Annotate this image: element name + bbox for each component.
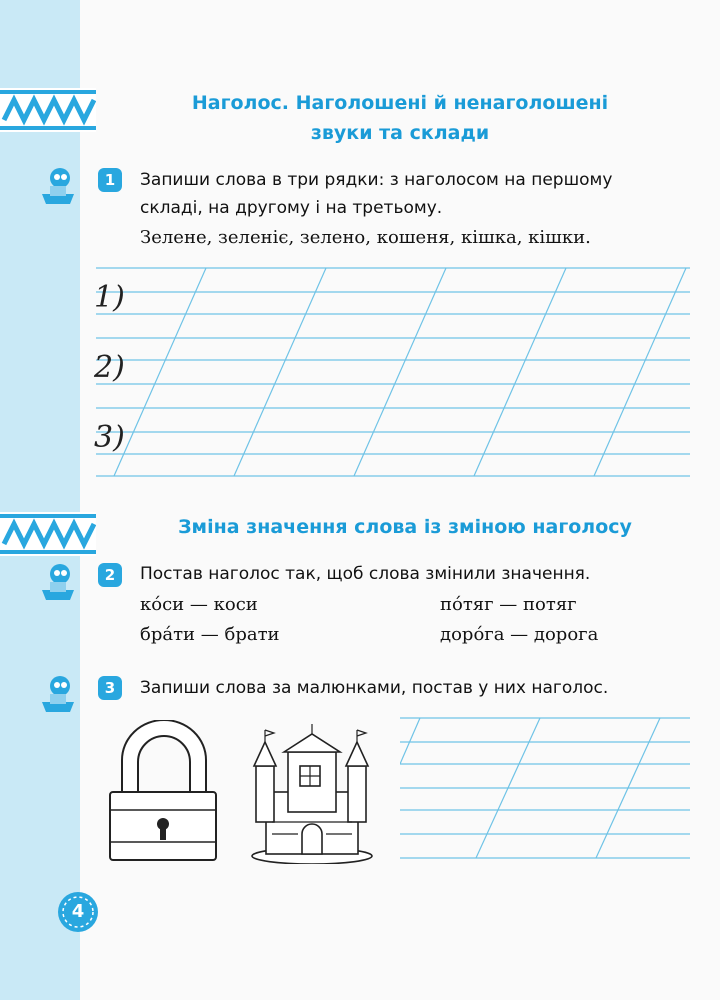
ornament-icon: [0, 512, 96, 556]
castle-icon: [251, 724, 373, 864]
row-label-2: 2): [94, 350, 125, 385]
mascot-icon: [42, 564, 74, 600]
section-title: Наголос. Наголошені й ненаголошені: [191, 92, 609, 114]
word-pair: по́тяг — потяг: [440, 594, 577, 615]
ornament-icon: [0, 88, 96, 132]
page-number-badge: 4: [56, 890, 100, 934]
section-title-2: Зміна значення слова із зміною наголосу: [178, 516, 632, 538]
mascot-icon: [42, 168, 74, 204]
section-title-line2: звуки та склади: [310, 122, 490, 144]
task-instruction: Запиши слова за малюнками, постав у них …: [140, 678, 609, 698]
word-pair: бра́ти — брати: [140, 624, 280, 645]
row-label-3: 3): [94, 420, 125, 455]
task-instruction: Постав наголос так, щоб слова змінили зн…: [140, 564, 591, 584]
word-pair: доро́га — дорога: [440, 624, 599, 645]
row-label-1: 1): [94, 280, 125, 315]
task-instruction-line2: складі, на другому і на третьому.: [140, 198, 443, 218]
word-list: Зелене, зеленіє, зелено, кошеня, кішка, …: [140, 227, 591, 248]
page-number: 4: [71, 901, 85, 922]
task-number-badge: 3: [98, 676, 122, 700]
page-badge-icon: [58, 892, 98, 932]
padlock-icon: [109, 720, 217, 861]
mascot-icon: [42, 676, 74, 712]
task-number-badge: 1: [98, 168, 122, 192]
task-instruction: Запиши слова в три рядки: з наголосом на…: [140, 170, 613, 190]
word-pair: ко́си — коси: [140, 594, 258, 615]
task-number-badge: 2: [98, 563, 122, 587]
writing-grid: [400, 717, 690, 859]
sidebar-strip: [0, 0, 80, 1000]
writing-grid: [96, 267, 690, 477]
